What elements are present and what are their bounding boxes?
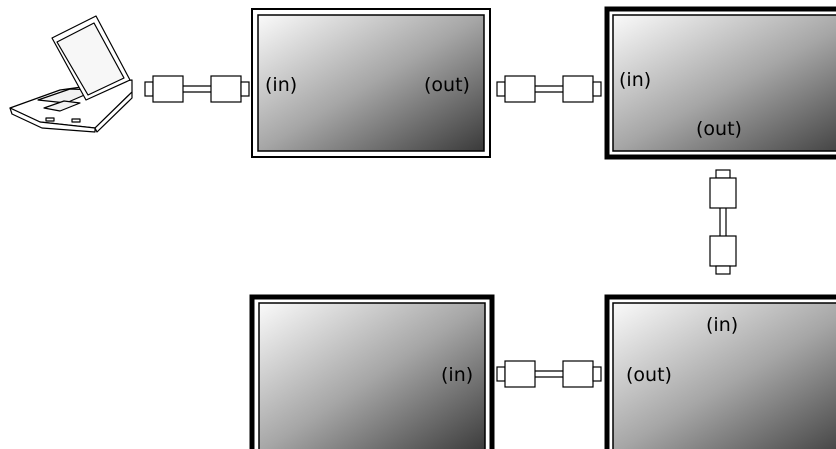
- monitor-2-in-label: (in): [619, 69, 651, 91]
- monitor-3-in-label: (in): [706, 314, 738, 336]
- monitor-1-in-label: (in): [265, 74, 297, 96]
- monitor-4-in-label: (in): [441, 364, 473, 386]
- laptop-icon: [9, 15, 133, 133]
- cable-laptop-to-monitor-1: [144, 75, 250, 103]
- cable-monitor-2-to-monitor-3: [709, 169, 737, 275]
- monitor-2: (in) (out): [604, 6, 836, 160]
- monitor-2-out-label: (out): [696, 118, 742, 140]
- monitor-4: (in): [249, 294, 495, 449]
- monitor-1: (in) (out): [251, 8, 491, 158]
- monitor-1-out-label: (out): [424, 74, 470, 96]
- monitor-3: (in) (out): [604, 294, 836, 449]
- monitor-3-out-label: (out): [626, 364, 672, 386]
- cable-monitor-1-to-monitor-2: [496, 75, 602, 103]
- cable-monitor-3-to-monitor-4: [496, 360, 602, 388]
